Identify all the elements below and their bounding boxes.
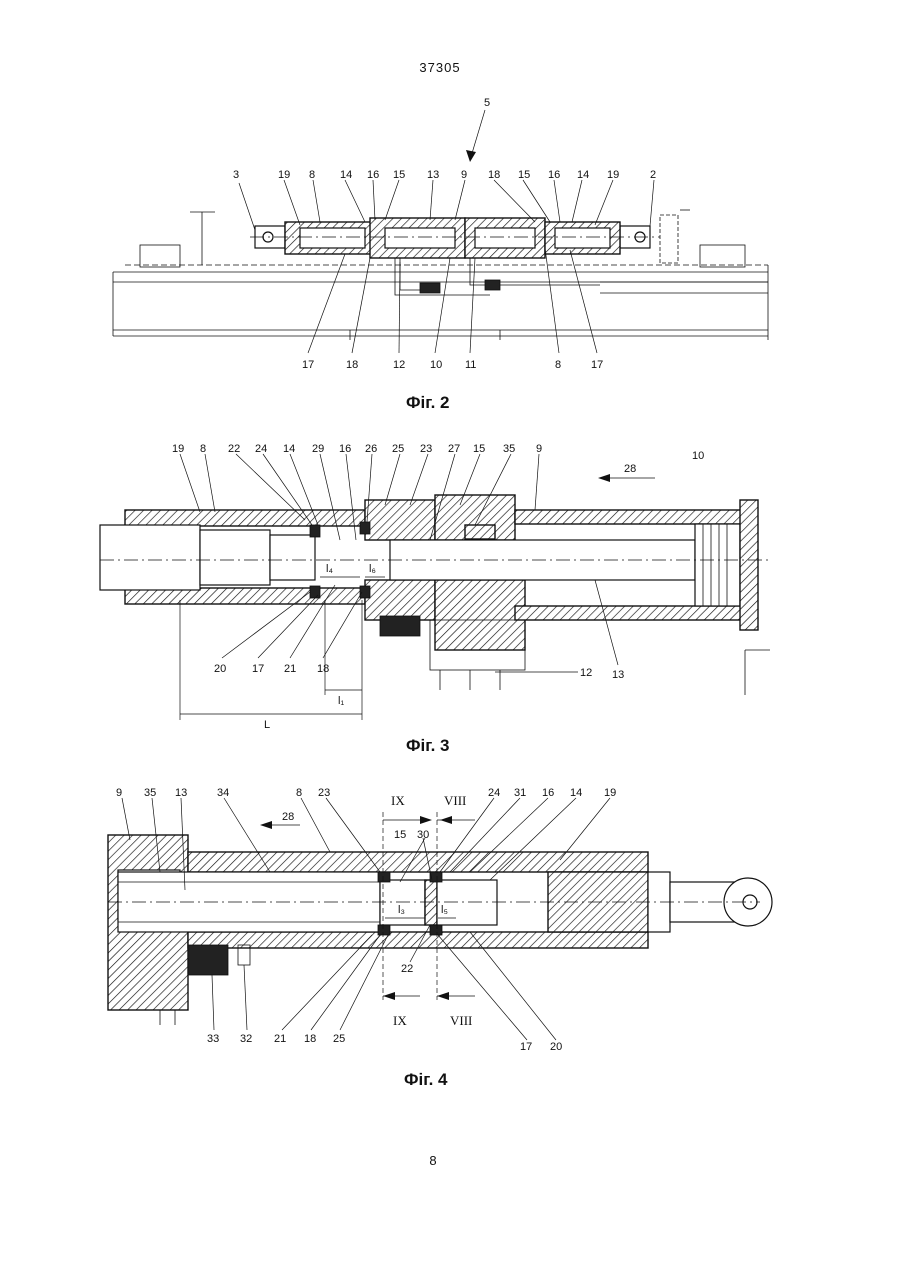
label: 16: [339, 443, 351, 455]
fig2-cylinder: [250, 218, 660, 295]
label: 8: [200, 443, 206, 455]
label: 18: [346, 359, 358, 371]
label: 21: [284, 663, 296, 675]
label: 17: [252, 663, 264, 675]
label: 20: [214, 663, 226, 675]
figure-3-caption: Фіг. 3: [406, 736, 450, 756]
label: 11: [465, 359, 476, 371]
label: 18: [488, 169, 500, 181]
label: 19: [172, 443, 184, 455]
label: 31: [514, 787, 526, 799]
label: 10: [430, 359, 442, 371]
section-label: IX: [391, 793, 405, 808]
label: 5: [484, 97, 490, 109]
label: 25: [392, 443, 404, 455]
label: 15: [394, 829, 406, 841]
label: 16: [542, 787, 554, 799]
label: 15: [393, 169, 405, 181]
label: 34: [217, 787, 229, 799]
label: 17: [520, 1041, 532, 1053]
label: 14: [570, 787, 582, 799]
label: 27: [448, 443, 460, 455]
label: 22: [228, 443, 240, 455]
dim-label: l₁: [338, 695, 344, 707]
label: 32: [240, 1033, 252, 1045]
fig2-beam: [113, 265, 768, 340]
section-label: VIII: [444, 793, 466, 808]
label: 17: [302, 359, 314, 371]
label: 28: [624, 463, 636, 475]
label: 22: [401, 963, 413, 975]
label: 15: [518, 169, 530, 181]
figure-2-drawing: 5 3 19 8 14 16 15 13 9 18 15 16 14 19 2 …: [0, 0, 900, 380]
section-label: VIII: [450, 1013, 472, 1028]
label: 14: [577, 169, 589, 181]
label: 16: [548, 169, 560, 181]
label: 9: [536, 443, 542, 455]
label: 19: [604, 787, 616, 799]
fig3-body: [100, 495, 770, 695]
label: 17: [591, 359, 603, 371]
label: 8: [309, 169, 315, 181]
label: 23: [318, 787, 330, 799]
figure-2-caption: Фіг. 2: [406, 393, 450, 413]
label: 28: [282, 811, 294, 823]
label: 23: [420, 443, 432, 455]
label: 9: [461, 169, 467, 181]
label: 24: [488, 787, 500, 799]
label: 21: [274, 1033, 286, 1045]
label: 16: [367, 169, 379, 181]
label: 19: [278, 169, 290, 181]
dim-label: l₃: [398, 904, 405, 916]
figure-4-drawing: IX VIII IX VIII l₃ l₅ 28: [0, 775, 900, 1075]
label: 8: [296, 787, 302, 799]
label: 8: [555, 359, 561, 371]
dim-label: l₄: [326, 563, 333, 575]
label: 26: [365, 443, 377, 455]
label: 13: [427, 169, 439, 181]
page-number: 8: [0, 1153, 866, 1168]
fig3-direction-arrow: 28: [598, 463, 655, 482]
label: 29: [312, 443, 324, 455]
label: 35: [503, 443, 515, 455]
dim-label: l₅: [441, 904, 448, 916]
label: 9: [116, 787, 122, 799]
label: 10: [692, 450, 704, 462]
label: 33: [207, 1033, 219, 1045]
label: 12: [393, 359, 405, 371]
label: 14: [283, 443, 295, 455]
figure-3-drawing: l₄ l₆ l₁ L 28 19 8 22 24: [0, 420, 900, 750]
label: 13: [175, 787, 187, 799]
dim-label: l₆: [369, 563, 376, 575]
label: 25: [333, 1033, 345, 1045]
figure-4-caption: Фіг. 4: [404, 1070, 448, 1090]
section-label: IX: [393, 1013, 407, 1028]
label: 20: [550, 1041, 562, 1053]
label: 24: [255, 443, 267, 455]
fig4-direction-arrow: 28: [260, 811, 300, 829]
label: 18: [317, 663, 329, 675]
label: 13: [612, 669, 624, 681]
label: 3: [233, 169, 239, 181]
label: 18: [304, 1033, 316, 1045]
label: 19: [607, 169, 619, 181]
label: 14: [340, 169, 352, 181]
label: 12: [580, 667, 592, 679]
label: 35: [144, 787, 156, 799]
label: 2: [650, 169, 656, 181]
dim-label: L: [264, 719, 270, 731]
label: 30: [417, 829, 429, 841]
label: 15: [473, 443, 485, 455]
